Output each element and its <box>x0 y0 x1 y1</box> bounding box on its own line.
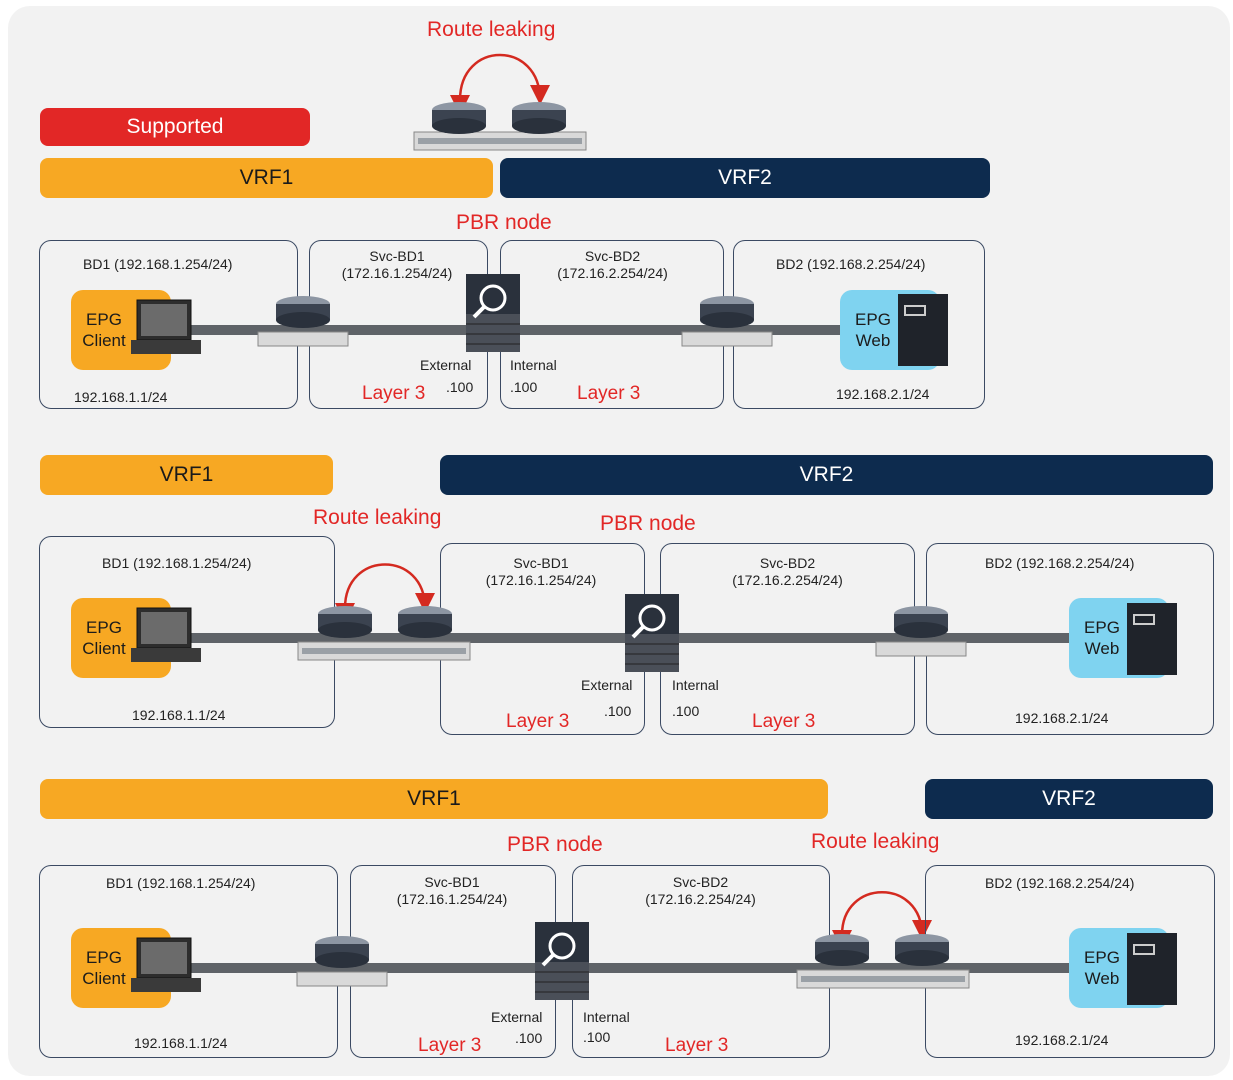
svc-bd2-name-1: Svc-BD2 <box>584 248 641 264</box>
laptop-icon <box>131 607 201 662</box>
pbr-node-label-3: PBR node <box>507 833 603 856</box>
bd1-label-2: BD1 (192.168.1.254/24) <box>102 555 252 571</box>
layer3-label-1b: Layer 3 <box>577 383 641 404</box>
client-ip-1: 192.168.1.1/24 <box>74 389 168 405</box>
bd1-label-3: BD1 (192.168.1.254/24) <box>106 875 256 891</box>
int-ip-3: .100 <box>583 1029 611 1045</box>
firewall-icon <box>535 922 589 1000</box>
ext-ip-3: .100 <box>515 1030 543 1046</box>
svc-bd1-name-3: Svc-BD1 <box>424 874 480 890</box>
client-ip-2: 192.168.1.1/24 <box>132 707 226 723</box>
vrf1-bar-2: VRF1 <box>40 455 333 495</box>
firewall-icon <box>466 274 520 352</box>
svc-bd2-name-2: Svc-BD2 <box>759 555 816 571</box>
bd1-label-1: BD1 (192.168.1.254/24) <box>83 256 233 272</box>
vrf1-bar-3: VRF1 <box>40 779 828 819</box>
bd2-label-2: BD2 (192.168.2.254/24) <box>985 555 1135 571</box>
layer3-label-1a: Layer 3 <box>362 383 426 404</box>
layer3-label-2b: Layer 3 <box>752 711 816 732</box>
laptop-icon <box>131 299 201 354</box>
server-icon <box>1127 603 1177 675</box>
router-icon <box>257 296 349 347</box>
layer3-label-2a: Layer 3 <box>506 711 570 732</box>
client-ip-3: 192.168.1.1/24 <box>134 1035 228 1051</box>
ext-ip-1: .100 <box>446 379 474 395</box>
svc-bd1-name-1: Svc-BD1 <box>369 248 425 264</box>
svc-bd2-subnet-3: (172.16.2.254/24) <box>645 891 756 907</box>
internal-label-3: Internal <box>583 1009 630 1025</box>
svc-bd1-subnet-1: (172.16.1.254/24) <box>341 265 453 281</box>
svc-bd1-subnet-2: (172.16.1.254/24) <box>485 572 597 588</box>
router-icon <box>875 606 967 657</box>
ext-ip-2: .100 <box>604 703 632 719</box>
route-leaking-label-3: Route leaking <box>811 830 940 853</box>
vrf2-bar-3: VRF2 <box>925 779 1213 819</box>
int-ip-2: .100 <box>672 703 700 719</box>
svc-bd2-name-3: Svc-BD2 <box>672 874 729 890</box>
bd2-label-1: BD2 (192.168.2.254/24) <box>776 256 926 272</box>
router-icon <box>296 936 388 987</box>
pbr-node-label-2: PBR node <box>600 512 696 535</box>
leak-router-pair-2 <box>297 606 471 661</box>
svc-bd2-subnet-2: (172.16.2.254/24) <box>732 572 843 588</box>
link-line-3 <box>110 963 1110 973</box>
external-label-3: External <box>491 1009 543 1025</box>
layer3-label-3b: Layer 3 <box>665 1035 729 1056</box>
server-icon <box>898 294 948 366</box>
route-leaking-label-1: Route leaking <box>427 18 556 41</box>
vrf1-bar-1: VRF1 <box>40 158 493 198</box>
svc-bd1-name-2: Svc-BD1 <box>513 555 569 571</box>
supported-badge: Supported <box>40 108 310 146</box>
external-label-1: External <box>420 357 472 373</box>
svc-bd1-subnet-3: (172.16.1.254/24) <box>396 891 508 907</box>
internal-label-1: Internal <box>510 357 557 373</box>
vrf2-bar-1: VRF2 <box>500 158 990 198</box>
server-icon <box>1127 933 1177 1005</box>
web-ip-3: 192.168.2.1/24 <box>1015 1032 1109 1048</box>
layer3-label-3a: Layer 3 <box>418 1035 482 1056</box>
pbr-node-label-1: PBR node <box>456 211 552 234</box>
leak-router-pair-1 <box>413 102 587 151</box>
int-ip-1: .100 <box>510 379 538 395</box>
bd2-label-3: BD2 (192.168.2.254/24) <box>985 875 1135 891</box>
web-ip-1: 192.168.2.1/24 <box>836 386 930 402</box>
leak-router-pair-3 <box>796 934 970 989</box>
route-leaking-label-2: Route leaking <box>313 506 442 529</box>
web-ip-2: 192.168.2.1/24 <box>1015 710 1109 726</box>
vrf2-bar-2: VRF2 <box>440 455 1213 495</box>
router-icon <box>681 296 773 347</box>
internal-label-2: Internal <box>672 677 719 693</box>
external-label-2: External <box>581 677 633 693</box>
link-line-2 <box>110 633 1110 643</box>
svc-bd2-subnet-1: (172.16.2.254/24) <box>557 265 668 281</box>
laptop-icon <box>131 937 201 992</box>
firewall-icon <box>625 594 679 672</box>
